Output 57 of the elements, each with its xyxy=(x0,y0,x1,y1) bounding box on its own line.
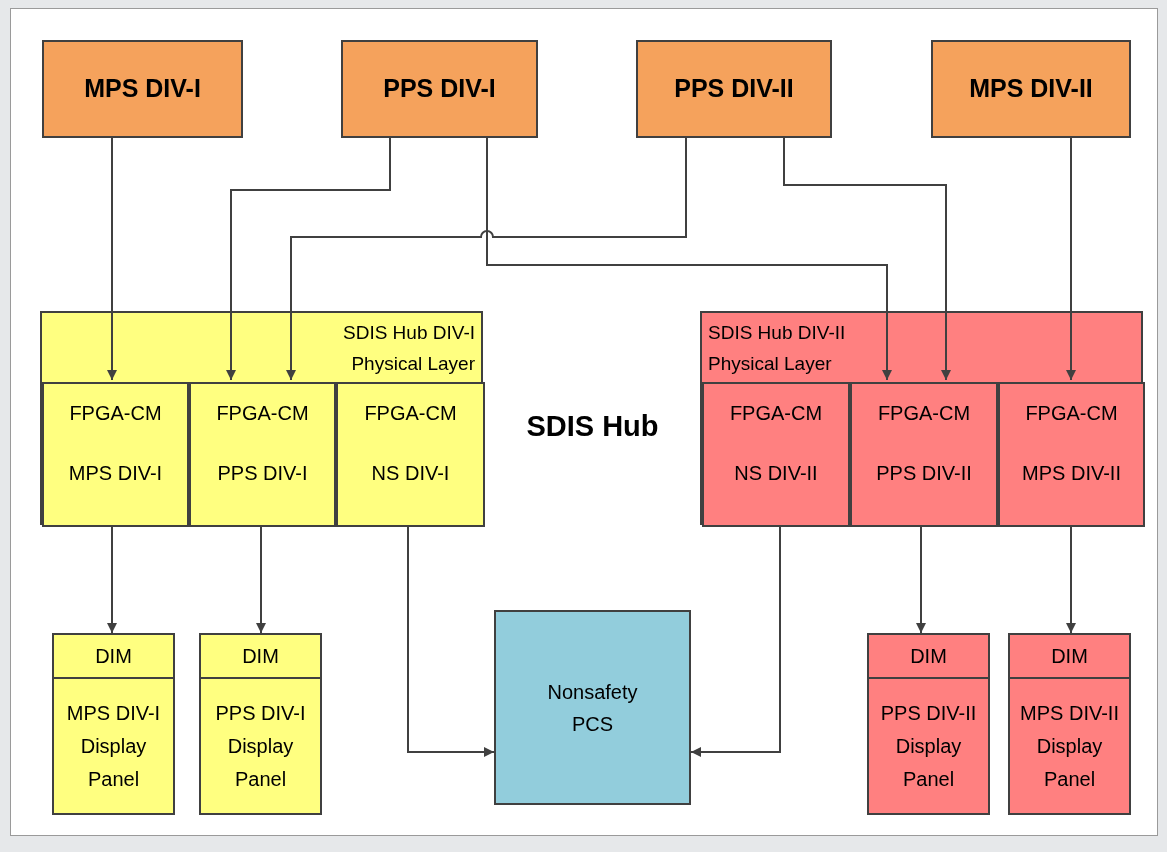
box-title: MPS DIV-II xyxy=(969,73,1093,105)
arrow xyxy=(226,137,391,381)
display-header: DIM xyxy=(910,644,947,669)
hub-panel xyxy=(40,311,483,525)
module-cell xyxy=(850,382,998,527)
arrow xyxy=(783,137,951,381)
module-type: FPGA-CM xyxy=(1025,401,1118,426)
system-box xyxy=(494,610,691,805)
system-name: Nonsafety PCS xyxy=(546,679,639,737)
source-box xyxy=(931,40,1131,138)
arrow xyxy=(107,137,117,381)
arrow xyxy=(256,524,266,634)
source-box xyxy=(636,40,832,138)
arrow xyxy=(916,524,926,634)
display-header: DIM xyxy=(95,644,132,669)
display-name: PPS DIV-I Display Panel xyxy=(214,700,307,792)
display-header: DIM xyxy=(242,644,279,669)
display-box xyxy=(199,633,322,815)
module-cell xyxy=(702,382,850,527)
module-name: NS DIV-II xyxy=(734,461,818,486)
module-type: FPGA-CM xyxy=(69,401,162,426)
display-box xyxy=(1008,633,1131,815)
module-name: NS DIV-I xyxy=(371,461,450,486)
module-name: MPS DIV-II xyxy=(1022,461,1121,486)
source-box xyxy=(341,40,538,138)
display-name: MPS DIV-I Display Panel xyxy=(65,700,162,792)
box-title: PPS DIV-II xyxy=(674,73,794,105)
arrow xyxy=(286,137,687,381)
module-cell xyxy=(998,382,1145,527)
source-box xyxy=(42,40,243,138)
hub-panel xyxy=(700,311,1143,525)
module-cell xyxy=(336,382,485,527)
module-name: PPS DIV-II xyxy=(876,461,972,486)
display-name: MPS DIV-II Display Panel xyxy=(1019,700,1120,792)
arrow xyxy=(1066,524,1076,634)
box-title: MPS DIV-I xyxy=(84,73,201,105)
hub-header: SDIS Hub DIV-I Physical Layer xyxy=(342,320,475,376)
arrow xyxy=(107,524,117,634)
display-header: DIM xyxy=(1051,644,1088,669)
module-type: FPGA-CM xyxy=(729,401,823,426)
module-type: FPGA-CM xyxy=(364,401,457,426)
box-title: PPS DIV-I xyxy=(383,73,496,105)
display-name: PPS DIV-II Display Panel xyxy=(879,700,978,792)
display-box xyxy=(867,633,990,815)
arrow xyxy=(486,137,892,381)
display-box xyxy=(52,633,175,815)
module-cell xyxy=(189,382,336,527)
center-label: SDIS Hub xyxy=(525,409,660,444)
module-name: PPS DIV-I xyxy=(217,461,308,486)
hub-header: SDIS Hub DIV-II Physical Layer xyxy=(708,320,847,376)
module-type: FPGA-CM xyxy=(877,401,971,426)
arrow xyxy=(690,524,781,757)
arrow xyxy=(407,524,495,757)
module-name: MPS DIV-I xyxy=(68,461,163,486)
module-type: FPGA-CM xyxy=(216,401,309,426)
arrow xyxy=(1066,137,1076,381)
module-cell xyxy=(42,382,189,527)
